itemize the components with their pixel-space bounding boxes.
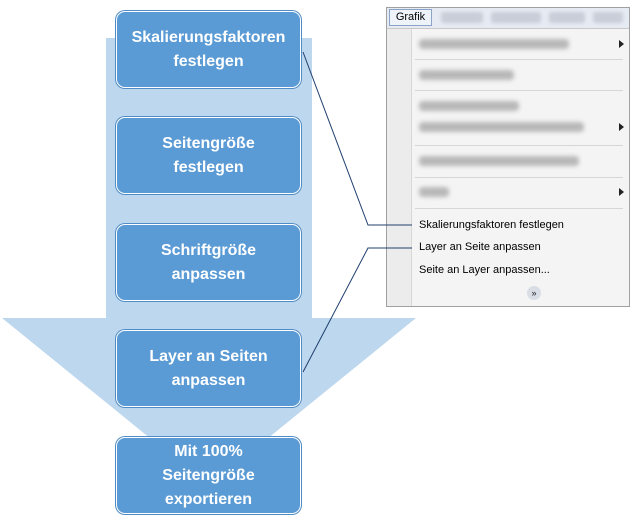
blurred-menu-tab[interactable]	[491, 12, 541, 23]
submenu-arrow-icon	[619, 188, 624, 196]
blurred-menu-item[interactable]	[419, 156, 579, 166]
blurred-menu-item[interactable]	[419, 70, 514, 80]
blurred-menu-item[interactable]	[419, 101, 519, 111]
menu-item-skalierungsfaktoren-festlegen[interactable]: Skalierungsfaktoren festlegen	[419, 219, 564, 231]
blurred-menu-tab[interactable]	[441, 12, 483, 23]
step-skalierungsfaktoren: Skalierungsfaktoren festlegen	[116, 11, 301, 88]
menu-item-seite-an-layer-anpassen[interactable]: Seite an Layer anpassen...	[419, 264, 550, 276]
step-seitengroesse: Seitengröße festlegen	[116, 117, 301, 194]
blurred-menu-item[interactable]	[419, 187, 449, 197]
expand-menu-chevron-icon[interactable]: »	[527, 286, 541, 300]
grafik-menu: Grafik Skalierungsfaktoren festlegen Lay…	[386, 7, 630, 307]
menu-bar: Grafik	[387, 8, 629, 29]
blurred-menu-tab[interactable]	[593, 12, 623, 23]
step-layer-anpassen: Layer an Seiten anpassen	[116, 330, 301, 407]
submenu-arrow-icon	[619, 40, 624, 48]
submenu-arrow-icon	[619, 123, 624, 131]
menu-item-layer-an-seite-anpassen[interactable]: Layer an Seite anpassen	[419, 241, 541, 253]
menu-separator	[415, 177, 623, 178]
blurred-menu-tab[interactable]	[549, 12, 585, 23]
step-schriftgroesse: Schriftgröße anpassen	[116, 224, 301, 301]
step-exportieren: Mit 100% Seitengröße exportieren	[116, 437, 301, 514]
menu-separator	[415, 90, 623, 91]
blurred-menu-item[interactable]	[419, 122, 584, 132]
menu-separator	[415, 59, 623, 60]
menu-separator	[415, 145, 623, 146]
menu-icon-gutter	[387, 29, 412, 306]
menu-tab-grafik[interactable]: Grafik	[389, 9, 432, 26]
blurred-menu-item[interactable]	[419, 39, 569, 49]
menu-separator	[415, 208, 623, 209]
